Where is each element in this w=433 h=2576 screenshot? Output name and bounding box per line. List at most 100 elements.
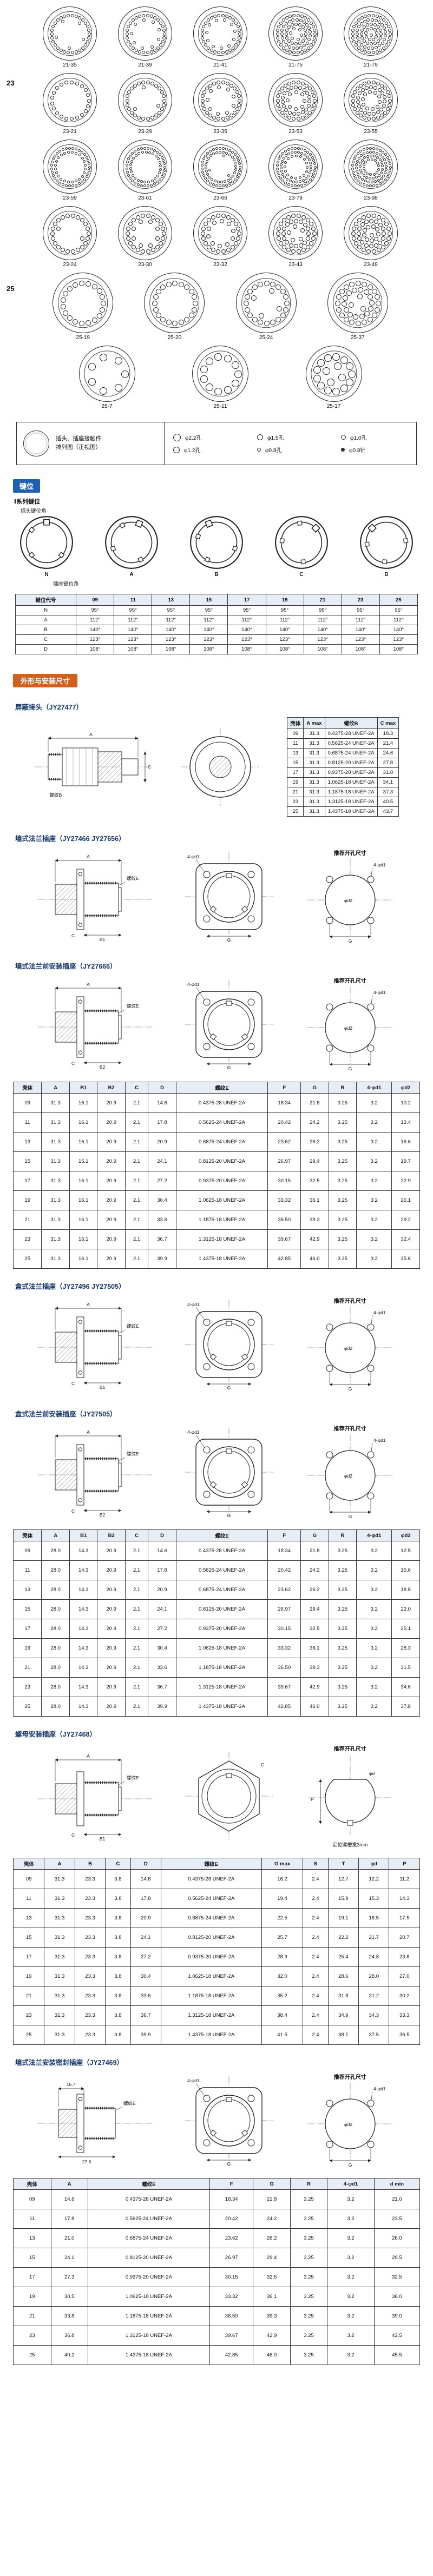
- contact: [376, 81, 380, 85]
- table-cell: 30.4: [148, 1190, 176, 1210]
- contact: [301, 179, 305, 182]
- contact: [234, 21, 238, 25]
- contact: [178, 281, 184, 287]
- shell-size-label: 23: [6, 79, 15, 87]
- table-cell: 95°: [114, 605, 153, 615]
- column-header: D: [148, 1529, 176, 1541]
- key-position: D: [358, 514, 415, 578]
- contact: [205, 170, 208, 173]
- contact: [282, 25, 286, 29]
- table-cell: 46.0: [300, 1249, 329, 1269]
- column-header: 11: [114, 594, 153, 606]
- contact: [376, 39, 380, 43]
- table-cell: 3.2: [327, 2189, 375, 2209]
- contact: [206, 234, 211, 239]
- contact: [376, 301, 382, 306]
- contact: [379, 32, 383, 36]
- contact: [224, 354, 232, 362]
- table-cell: 140°: [76, 625, 115, 635]
- table-cell: 36.1: [253, 2287, 291, 2307]
- contact: [202, 90, 207, 94]
- legend-caption-line: 排列图（正视图）: [56, 444, 101, 451]
- contact: [287, 81, 292, 85]
- contact: [54, 154, 57, 157]
- contact-symbol: [257, 434, 263, 440]
- contact: [313, 366, 322, 374]
- contact: [283, 91, 287, 96]
- contact: [136, 215, 141, 220]
- column-header: 09: [76, 594, 115, 606]
- table-cell: 108°: [265, 644, 304, 654]
- contact: [303, 240, 307, 245]
- table-cell: 21.0: [373, 2189, 421, 2209]
- column-header: φd2: [391, 1082, 420, 1094]
- contact: [384, 161, 388, 164]
- contact: [83, 109, 88, 113]
- table-cell: 28.0: [41, 1677, 70, 1697]
- table-cell: 31.3: [303, 738, 325, 749]
- table-cell: 123°: [265, 634, 304, 645]
- table-cell: 39.9: [148, 1249, 176, 1269]
- contact: [357, 217, 362, 222]
- table-cell: 95°: [303, 605, 342, 615]
- contact: [146, 51, 149, 55]
- contact: [132, 156, 135, 160]
- table-cell: 45.5: [373, 2345, 421, 2365]
- contact: [86, 104, 90, 108]
- contact: [294, 107, 298, 111]
- dim-label-d1: 4-φd1: [187, 1302, 200, 1307]
- table-cell: 95°: [76, 605, 115, 615]
- contact: [238, 165, 241, 169]
- contact: [376, 248, 381, 253]
- receptacle-side-view: A B1 C 螺纹E: [38, 1753, 153, 1842]
- table-cell: 2.4: [303, 1947, 329, 1967]
- contact: [75, 151, 78, 155]
- contact: [385, 90, 390, 94]
- contact: [310, 90, 314, 94]
- contact: [270, 320, 276, 326]
- contact: [317, 359, 325, 367]
- contact: [146, 14, 149, 17]
- contact: [56, 217, 61, 222]
- contact: [378, 222, 383, 227]
- contact: [150, 248, 155, 253]
- contact: [362, 248, 366, 253]
- panel-cutout: 推荐开孔尺寸 4-φd1 φd2 G: [304, 1424, 396, 1520]
- table-cell: 31.3: [44, 1966, 75, 1986]
- nut-figure-row: A B1 C 螺纹E G 推荐开孔尺寸 φd P: [0, 1740, 433, 1852]
- contact: [231, 104, 235, 108]
- contact: [380, 227, 385, 231]
- contact: [55, 160, 58, 163]
- contact: [50, 236, 55, 241]
- table-cell: 3.25: [328, 1541, 357, 1561]
- contact: [152, 153, 155, 156]
- contact: [81, 156, 84, 160]
- contact: [81, 46, 85, 50]
- column-header: A: [44, 1858, 75, 1870]
- contact: [228, 153, 231, 156]
- table-cell: 3.2: [356, 1580, 392, 1600]
- table-cell: 15.9: [327, 1889, 359, 1909]
- sealed-receptacle-side-view: 16.7 27.8 螺纹E: [38, 2082, 153, 2164]
- contact: [369, 218, 374, 223]
- table-cell: 1.1875-18 UNEF-2A: [175, 1210, 268, 1230]
- column-header: B: [74, 1858, 106, 1870]
- contact: [159, 21, 162, 25]
- table-cell: 14.6: [130, 1869, 162, 1889]
- contact: [264, 321, 270, 327]
- table-cell: 33.6: [50, 2306, 88, 2326]
- column-header: B1: [69, 1082, 98, 1094]
- contact: [285, 48, 288, 52]
- contact: [125, 231, 130, 236]
- insert-arrangement: 25-37: [327, 273, 388, 341]
- insert-arrangement: 21-79: [344, 6, 398, 68]
- table-cell: 16.1: [69, 1132, 98, 1152]
- table-cell: 16.2: [261, 1869, 304, 1889]
- insert-label: 23-32: [213, 262, 227, 268]
- dim-label-c: C: [71, 933, 75, 938]
- contact: [309, 241, 314, 246]
- contact: [311, 175, 314, 178]
- contact: [51, 107, 56, 111]
